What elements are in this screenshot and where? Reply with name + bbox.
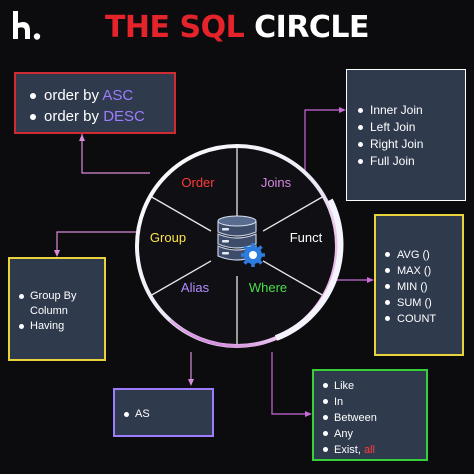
list-item: MIN () [384, 279, 462, 295]
list-item: SUM () [384, 295, 462, 311]
brand-logo-icon [13, 11, 41, 40]
list-item: Right Join [357, 136, 465, 153]
list-item: Group By Column [18, 289, 104, 319]
database-gear-icon [207, 215, 267, 276]
list-item: Between [322, 410, 426, 426]
list-item: Having [18, 319, 104, 334]
list-item: Inner Join [357, 102, 465, 119]
where-box: Like In Between Any Exist, all [312, 369, 428, 461]
list-item: MAX () [384, 263, 462, 279]
title-part-sql: THE SQL [104, 10, 245, 45]
wheel-label-alias: Alias [181, 280, 210, 295]
list-item: Left Join [357, 119, 465, 136]
joins-box: Inner Join Left Join Right Join Full Joi… [346, 69, 466, 201]
connector-order [81, 134, 150, 174]
connector-group [56, 231, 150, 253]
list-item: order by ASC [28, 85, 174, 106]
wheel-label-where: Where [249, 280, 287, 295]
gear-icon [241, 243, 265, 267]
wheel-label-funct: Funct [290, 230, 323, 245]
connector-where [271, 352, 308, 415]
funct-box: AVG () MAX () MIN () SUM () COUNT [374, 214, 464, 356]
list-item: order by DESC [28, 106, 174, 127]
connector-joins [304, 109, 342, 178]
order-box: order by ASC order by DESC [14, 72, 176, 134]
list-item: Exist, all [322, 442, 426, 458]
wheel-label-order: Order [181, 175, 215, 190]
alias-box: AS [113, 388, 214, 437]
wheel: Order Joins Group Funct Alias Where [135, 144, 344, 348]
list-item: Any [322, 426, 426, 442]
title-part-circle: CIRCLE [254, 10, 370, 45]
list-item: AVG () [384, 247, 462, 263]
list-item: In [322, 394, 426, 410]
list-item: COUNT [384, 311, 462, 327]
group-box: Group By Column Having [8, 257, 106, 361]
list-item: Like [322, 378, 426, 394]
wheel-label-joins: Joins [261, 175, 292, 190]
list-item: AS [123, 407, 212, 422]
wheel-label-group: Group [150, 230, 186, 245]
page-title: THE SQL CIRCLE [0, 13, 474, 43]
list-item: Full Join [357, 153, 465, 170]
connector-lines [54, 107, 374, 417]
